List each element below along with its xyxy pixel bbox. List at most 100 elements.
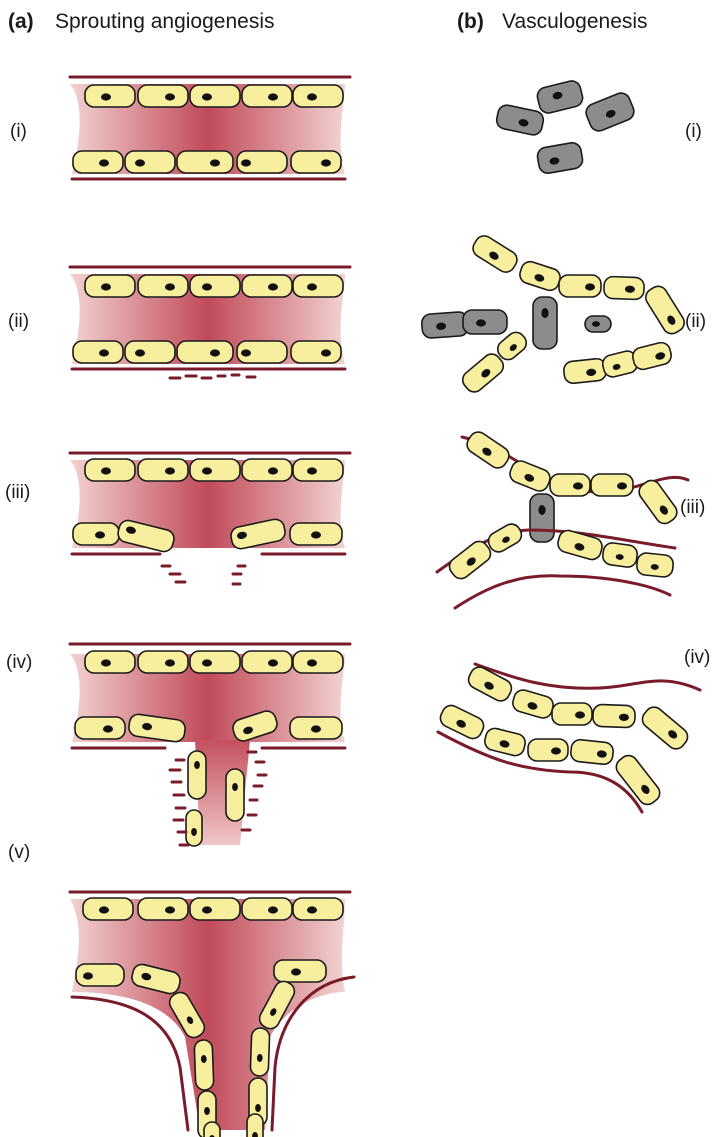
illustration-layer [70, 77, 700, 1137]
nucleus [202, 659, 212, 666]
nucleus [202, 467, 212, 474]
endothelial-cell [138, 898, 188, 920]
endothelial-cell [483, 726, 527, 757]
endothelial-cell [293, 651, 343, 673]
nucleus [101, 659, 111, 666]
nucleus [268, 659, 278, 666]
panel-b-letter: (b) [457, 10, 484, 33]
nucleus [165, 283, 175, 290]
endothelial-cell [636, 552, 674, 578]
endothelial-cell [459, 350, 507, 395]
nucleus [165, 906, 175, 913]
nucleus [551, 747, 561, 754]
endothelial-cell [507, 458, 552, 493]
endothelial-cell [293, 85, 343, 107]
endothelial-cell [552, 703, 592, 725]
endothelial-cell [591, 474, 633, 496]
endothelial-cell [247, 1114, 263, 1137]
nucleus [307, 283, 317, 290]
endothelial-cell [470, 232, 521, 275]
nucleus [202, 283, 212, 290]
nucleus [268, 283, 278, 290]
nucleus [321, 159, 331, 166]
endothelial-cell [242, 898, 292, 920]
endothelial-cell [73, 151, 123, 173]
nucleus [95, 531, 105, 538]
endothelial-cell [293, 898, 343, 920]
stage-a-label: (v) [8, 842, 30, 863]
nucleus [232, 783, 238, 791]
nucleus [202, 906, 212, 913]
nucleus [575, 711, 585, 718]
endothelial-cell [242, 651, 292, 673]
stage-a-label: (iii) [5, 482, 30, 503]
endothelial-cell [602, 542, 639, 569]
endothelial-cell [138, 651, 188, 673]
endothelial-cell [138, 275, 188, 297]
nucleus [268, 467, 278, 474]
endothelial-cell [188, 751, 206, 799]
endothelial-cell [190, 275, 240, 297]
endothelial-cell [186, 810, 202, 846]
stage-a-label: (ii) [8, 311, 29, 332]
nucleus [311, 725, 321, 732]
nucleus [135, 349, 145, 356]
panel-b-title: Vasculogenesis [502, 10, 648, 33]
endothelial-cell [138, 459, 188, 481]
nucleus [101, 283, 111, 290]
endothelial-cell [83, 898, 133, 920]
stage-b-label: (ii) [685, 311, 706, 332]
nucleus [538, 505, 545, 515]
endothelial-cell [290, 523, 342, 545]
nucleus [204, 1107, 210, 1115]
endothelial-cell [631, 341, 673, 372]
endothelial-cell [190, 651, 240, 673]
endothelial-cell [73, 341, 123, 363]
endothelial-cell [85, 459, 135, 481]
nucleus [202, 93, 212, 100]
endothelial-cell [226, 769, 244, 821]
endothelial-cell [75, 717, 125, 739]
basement-membrane [455, 576, 670, 608]
endothelial-cell [642, 283, 687, 337]
endothelial-cell [242, 459, 292, 481]
endothelial-cell [190, 85, 240, 107]
endothelial-cell [76, 964, 124, 986]
endothelial-cell [559, 275, 601, 297]
nucleus [255, 1104, 261, 1112]
endothelial-cell [636, 477, 681, 527]
nucleus [99, 349, 109, 356]
precursor-cell [421, 311, 469, 338]
endothelial-cell [274, 960, 326, 982]
endothelial-cell [194, 1040, 214, 1091]
precursor-cell [530, 494, 554, 542]
endothelial-cell [85, 651, 135, 673]
nucleus [307, 93, 317, 100]
endothelial-cell [293, 275, 343, 297]
endothelial-cell [511, 688, 556, 720]
endothelial-cell [604, 276, 645, 299]
precursor-cell [585, 316, 611, 332]
nucleus [99, 906, 109, 913]
endothelial-cell [250, 1028, 270, 1077]
nucleus [101, 467, 111, 474]
nucleus [585, 283, 595, 290]
endothelial-cell [290, 717, 342, 739]
nucleus [191, 828, 197, 836]
stage-a-label: (i) [10, 121, 27, 142]
nucleus [194, 761, 200, 769]
nucleus [311, 531, 321, 538]
nucleus [573, 482, 583, 489]
stage-a-label: (iv) [6, 652, 32, 673]
nucleus [99, 159, 109, 166]
nucleus [541, 308, 548, 318]
endothelial-cell [593, 704, 636, 727]
endothelial-cell [177, 341, 233, 363]
endothelial-cell [125, 151, 175, 173]
nucleus [165, 659, 175, 666]
nucleus [307, 467, 317, 474]
stage-b-label: (i) [685, 121, 702, 142]
nucleus [241, 349, 251, 356]
endothelial-cell [177, 151, 233, 173]
